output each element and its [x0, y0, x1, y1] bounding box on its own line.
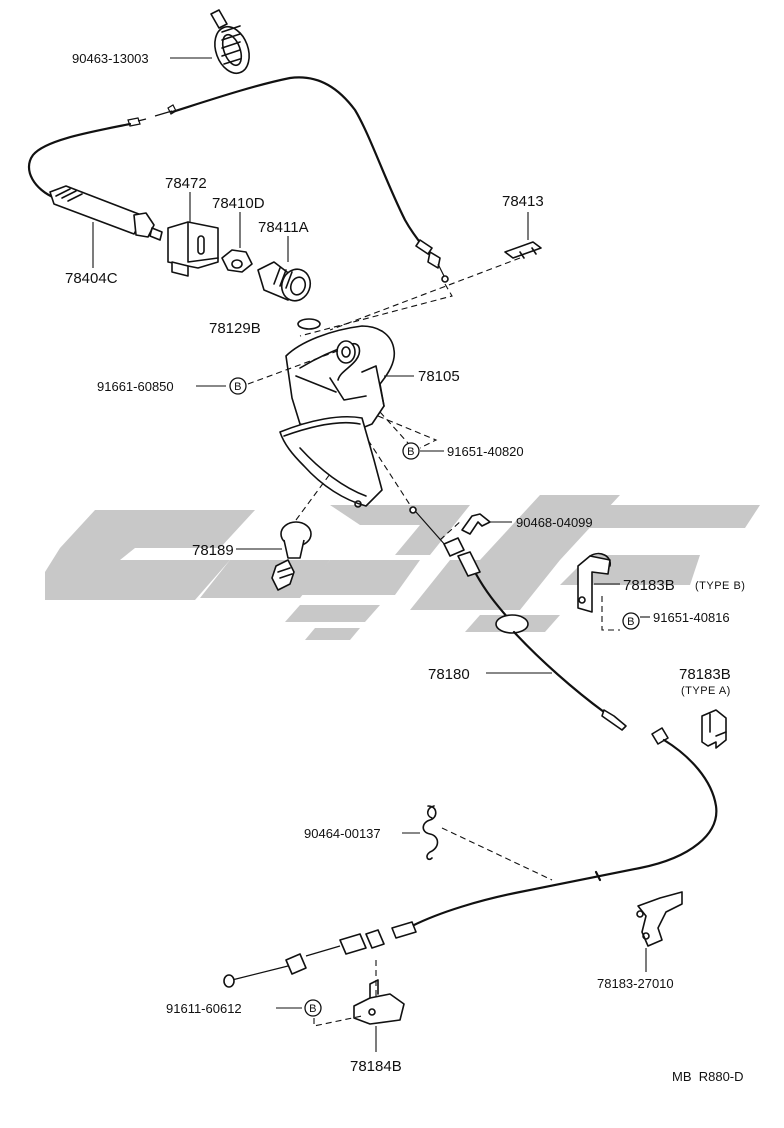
nut-78410d [221, 212, 253, 273]
label-78183b-type-b: 78183B [623, 577, 675, 594]
bracket-78183-27010 [636, 891, 683, 972]
label-78180: 78180 [428, 666, 470, 683]
label-78183b-type-a: 78183B [679, 666, 731, 683]
label-78105: 78105 [418, 368, 460, 385]
bolt-91651-40816: B [601, 596, 650, 631]
label-type-a: (TYPE A) [681, 685, 731, 697]
bolt-symbol: B [234, 381, 242, 393]
label-78411a: 78411A [258, 219, 309, 236]
clip-90468-04099 [461, 513, 512, 535]
label-91611-60612: 91611-60612 [166, 1001, 242, 1016]
bolt-91651-40820: B [377, 411, 444, 460]
knob-78411a [257, 236, 312, 302]
bracket-78183b-type-b [577, 552, 620, 613]
clip-78413 [504, 212, 542, 259]
label-78413: 78413 [502, 193, 544, 210]
bolt-symbol: B [407, 446, 415, 458]
bolt-91611-60612: B [276, 999, 363, 1027]
pedal-78105 [279, 325, 414, 508]
bolt-symbol: B [627, 616, 635, 628]
stopper-78189 [236, 473, 331, 591]
clamp-90463-13003 [170, 9, 250, 75]
label-90468-04099: 90468-04099 [516, 515, 593, 530]
bracket-78184b [353, 979, 405, 1052]
label-91661-60850: 91661-60850 [97, 379, 174, 394]
bolt-symbol: B [309, 1003, 317, 1015]
label-78189: 78189 [192, 542, 234, 559]
label-type-b: (TYPE B) [695, 580, 745, 592]
label-78404c: 78404C [65, 270, 118, 287]
cable-78404c [27, 76, 449, 283]
bracket-78183b-type-a [701, 709, 727, 749]
label-90464-00137: 90464-00137 [304, 826, 381, 841]
label-78410d: 78410D [212, 195, 265, 212]
label-91651-40820: 91651-40820 [447, 444, 524, 459]
oring-78129b [297, 318, 321, 330]
diagram-code: MB R880-D [672, 1069, 744, 1084]
cable-78180 [367, 439, 627, 731]
label-91651-40816: 91651-40816 [653, 610, 730, 625]
label-78472: 78472 [165, 175, 207, 192]
label-90463-13003: 90463-13003 [72, 51, 149, 66]
label-78129b: 78129B [209, 320, 261, 337]
label-78184b: 78184B [350, 1058, 402, 1075]
clip-90464-00137 [402, 805, 439, 861]
lower-cable [223, 727, 718, 1012]
bracket-78472 [167, 192, 219, 277]
label-78183-27010: 78183-27010 [597, 976, 674, 991]
bolt-91661-60850: B [196, 349, 341, 395]
